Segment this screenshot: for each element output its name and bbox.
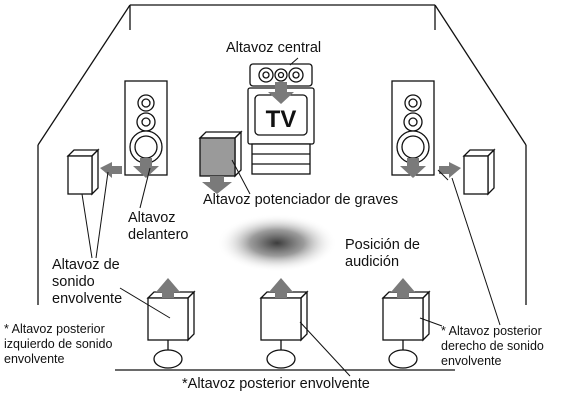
center-speaker [249,63,313,87]
leader-lines [81,57,501,377]
surround-back-left-speaker [146,290,196,369]
back-left-arrow [156,278,180,298]
back-right-arrow [391,278,415,298]
surround-back-label: *Altavoz posterior envolvente [182,376,370,392]
subwoofer-arrow [202,176,232,194]
surround-right-speaker [462,148,496,196]
surround-back-left-label: * Altavoz posterior izquierdo de sonido … [4,322,113,366]
tv-set [247,87,315,175]
room-outline [37,4,527,371]
surround-back-right-label: * Altavoz posterior derecho de sonido en… [441,324,544,368]
surround-back-center-speaker [259,290,309,369]
subwoofer-label: Altavoz potenciador de graves [203,192,399,208]
sound-arrows [100,82,461,298]
front-speaker-label: Altavoz delantero [128,210,189,243]
surround-right-arrow [439,162,461,178]
surround-left-speaker [66,148,100,196]
center-speaker-label: Altavoz central [226,40,322,56]
front-left-arrow [133,158,159,178]
back-center-arrow [269,278,293,298]
subwoofer [198,130,243,178]
front-left-speaker [124,80,168,176]
listening-position-glow [217,214,337,272]
surround-speaker-label: Altavoz de sonido envolvente [52,257,123,307]
front-right-speaker [391,80,435,176]
surround-back-right-speaker [381,290,431,369]
center-arrow [268,82,294,104]
tv-label: TV [266,106,297,133]
surround-left-arrow [100,162,122,178]
listening-position-label: Posición de audición [345,237,420,270]
front-right-arrow [400,158,426,178]
